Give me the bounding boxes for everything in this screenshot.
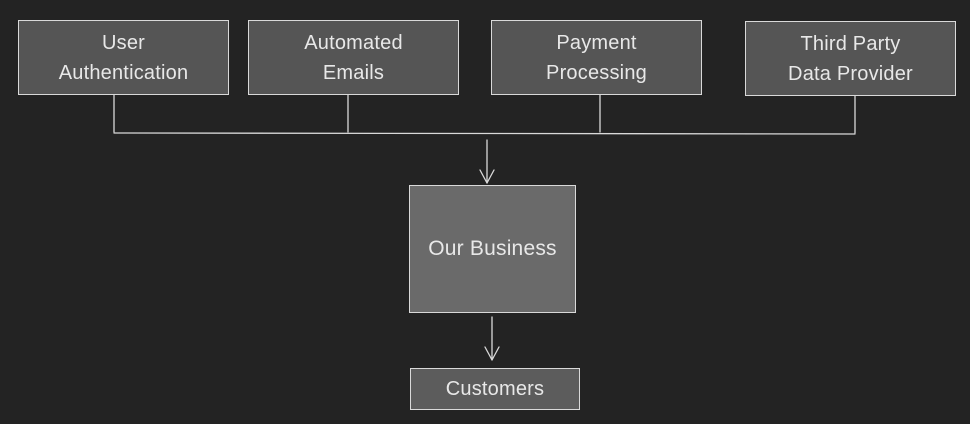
third-party-data-provider-box: Third Party Data Provider	[745, 21, 956, 96]
automated-emails-box: Automated Emails	[248, 20, 459, 95]
arrow-head-to-business	[479, 169, 495, 184]
connector-bus	[113, 132, 856, 135]
user-authentication-box: User Authentication	[18, 20, 229, 95]
arrow-head-to-customers	[484, 346, 500, 361]
our-business-box: Our Business	[409, 185, 576, 313]
customers-box: Customers	[410, 368, 580, 410]
payment-processing-box: Payment Processing	[491, 20, 702, 95]
